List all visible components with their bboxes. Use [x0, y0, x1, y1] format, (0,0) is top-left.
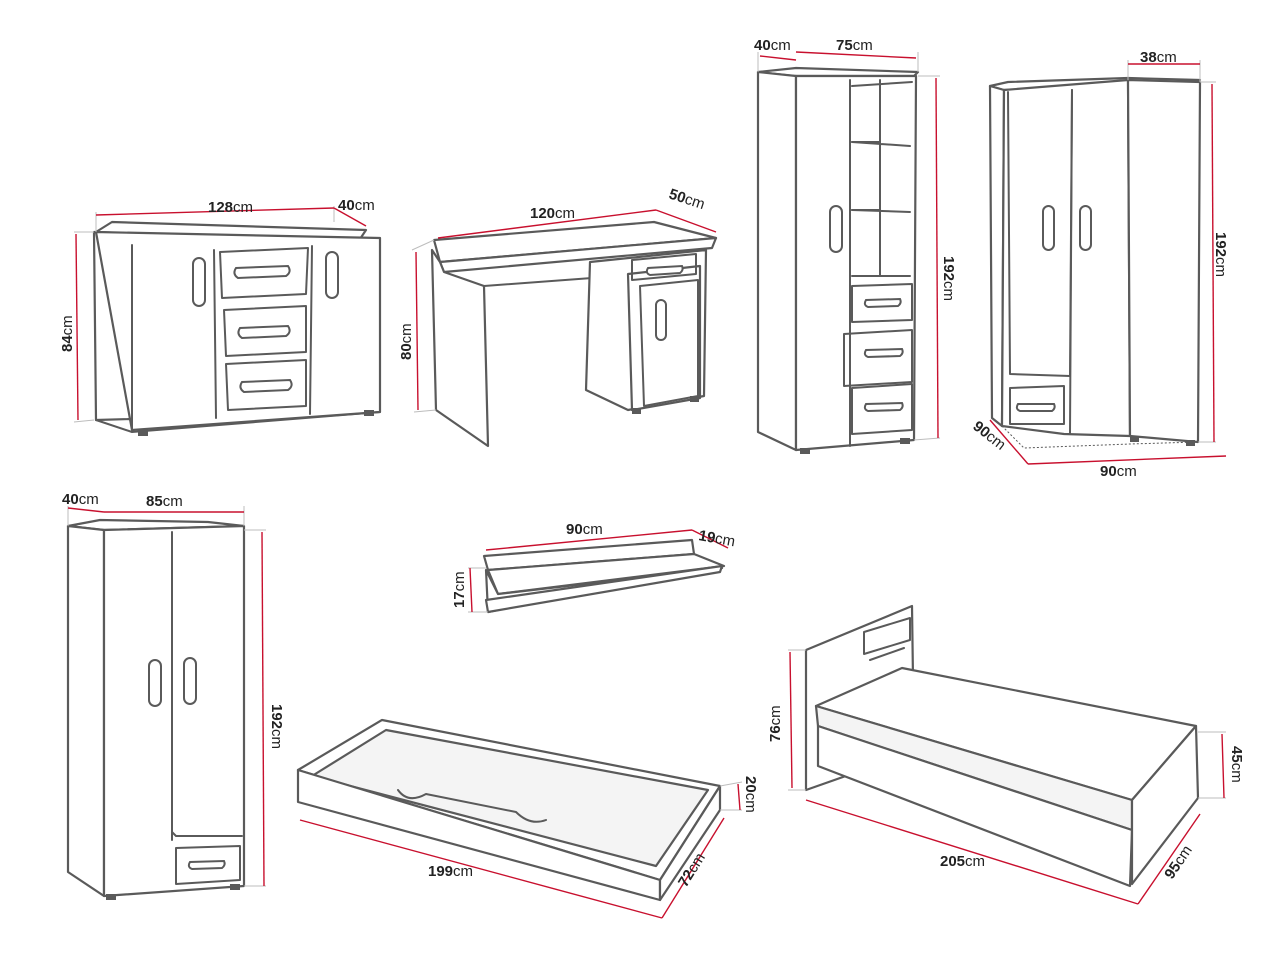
trundle-height-label: 20cm [742, 776, 759, 813]
corner-wardrobe-side-label: 38cm [1140, 49, 1177, 66]
corner-wardrobe-front [1000, 78, 1132, 438]
shelf-width-label: 90cm [566, 521, 603, 538]
tall-cabinet-door-handle [829, 205, 843, 253]
trundle-drawer [296, 718, 743, 919]
tall-cabinet-height-label: 192cm [940, 256, 957, 301]
corner-wardrobe [988, 60, 1227, 465]
tall-cabinet [756, 51, 941, 454]
tall-cabinet-depth-label: 40cm [754, 37, 791, 54]
trundle-inner [310, 728, 710, 868]
bed-side-rail [816, 724, 1134, 888]
desk [411, 209, 718, 448]
corner-wardrobe-height-label: 192cm [1212, 232, 1229, 277]
wardrobe-front [102, 524, 246, 898]
desk-leg [430, 248, 490, 448]
tall-cabinet-width-label: 75cm [836, 37, 873, 54]
bed-height-label: 45cm [1228, 746, 1245, 783]
dresser-depth-label: 40cm [338, 197, 375, 214]
bed-length-label: 205cm [940, 853, 985, 870]
corner-wardrobe-handle [1042, 205, 1055, 251]
dresser [73, 206, 382, 436]
dresser-drawer-handle [233, 264, 291, 280]
desk-height-label: 80cm [398, 323, 415, 360]
desk-drawer-handle [645, 264, 684, 277]
corner-wardrobe-depth-right-label: 90cm [1100, 463, 1137, 480]
wardrobe-width-label: 85cm [146, 493, 183, 510]
wardrobe-height-label: 192cm [268, 704, 285, 749]
desk-depth-label: 50cm [667, 186, 707, 214]
wardrobe-door-handle [148, 659, 162, 707]
tall-cabinet-front [794, 74, 918, 452]
bed-headboard-height-label: 76cm [767, 705, 784, 742]
bed [788, 604, 1226, 905]
shelf-height-label: 17cm [451, 571, 468, 608]
wardrobe [66, 506, 266, 900]
dresser-height-label: 84cm [59, 315, 76, 352]
dresser-width-label: 128cm [208, 199, 253, 216]
desk-width-label: 120cm [530, 205, 575, 222]
wall-shelf [468, 529, 729, 614]
shelf-depth-label: 19cm [697, 527, 736, 550]
bed-width-label: 95cm [1161, 842, 1196, 882]
wardrobe-depth-label: 40cm [62, 491, 99, 508]
trundle-length-label: 199cm [428, 863, 473, 880]
